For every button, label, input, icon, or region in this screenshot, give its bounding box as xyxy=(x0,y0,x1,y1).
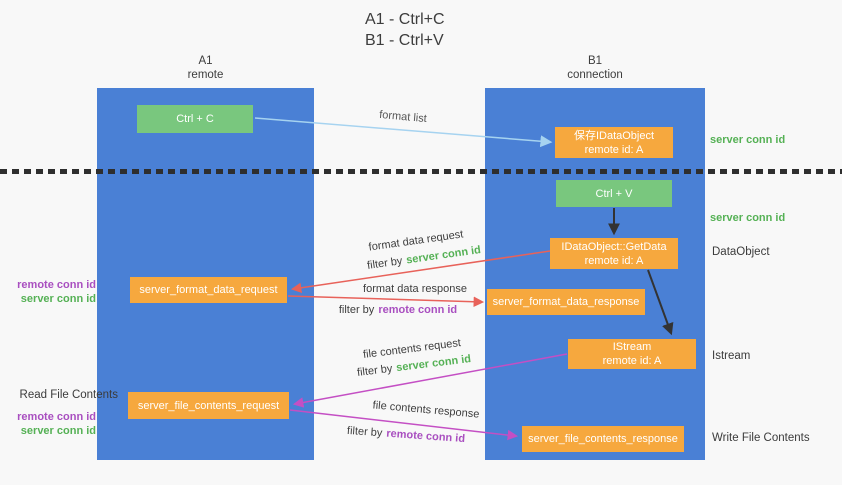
label-server-conn-id-left-2: server conn id xyxy=(20,424,96,437)
remote-conn-id-text: remote conn id xyxy=(385,427,466,446)
node-server-format-data-request: server_format_data_request xyxy=(130,277,287,303)
node-save-dataobject-line1: 保存IDataObject xyxy=(573,129,655,142)
arrow-format-data-response xyxy=(287,295,485,307)
lane-b1-title: B1 xyxy=(587,55,603,67)
node-save-dataobject: 保存IDataObject remote id: A xyxy=(555,127,673,158)
node-idataobject-getdata-line1: IDataObject::GetData xyxy=(561,240,667,253)
node-server-file-contents-request: server_file_contents_request xyxy=(128,392,289,419)
label-server-conn-id-mid: server conn id xyxy=(710,212,786,224)
node-ctrl-v: Ctrl + V xyxy=(556,180,672,207)
label-server-conn-id-top: server conn id xyxy=(710,134,786,146)
diagram-title: A1 - Ctrl+C B1 - Ctrl+V xyxy=(365,9,445,51)
label-write-file-contents: Write File Contents xyxy=(712,432,810,444)
node-ctrl-v-label: Ctrl + V xyxy=(595,187,633,200)
node-istream-line2: remote id: A xyxy=(602,355,662,367)
left-conn-ids-top: remote conn id server conn id xyxy=(8,279,96,306)
node-server-format-data-response-label: server_format_data_response xyxy=(492,296,640,308)
lane-b1-subtitle: connection xyxy=(567,69,623,81)
title-line-2: B1 - Ctrl+V xyxy=(365,32,444,49)
label-remote-conn-id-left-1: remote conn id xyxy=(17,279,96,291)
node-server-file-contents-request-label: server_file_contents_request xyxy=(137,399,280,412)
label-file-contents-response: file contents response xyxy=(372,399,480,421)
label-dataobject: DataObject xyxy=(712,246,770,258)
lane-a1-title: A1 xyxy=(198,55,213,67)
filter-by-text: filter by xyxy=(366,255,404,272)
lane-b1-header: B1 connection xyxy=(485,54,705,82)
node-idataobject-getdata: IDataObject::GetData remote id: A xyxy=(550,238,678,269)
label-format-list: format list xyxy=(378,108,428,126)
label-format-data-response: format data response xyxy=(363,283,467,295)
server-conn-id-text: server conn id xyxy=(395,353,472,375)
node-istream: IStream remote id: A xyxy=(568,339,696,369)
filter-by-text: filter by xyxy=(356,362,394,379)
node-ctrl-c-label: Ctrl + C xyxy=(176,113,214,125)
node-istream-line1: IStream xyxy=(612,341,652,353)
filter-by-text: filter by xyxy=(338,304,375,316)
server-conn-id-text: server conn id xyxy=(405,244,482,267)
label-remote-conn-id-left-2: remote conn id xyxy=(17,411,96,423)
node-server-format-data-response: server_format_data_response xyxy=(487,289,645,315)
node-server-file-contents-response-label: server_file_contents_response xyxy=(528,433,678,445)
label-read-file-contents: Read File Contents xyxy=(19,389,118,401)
node-server-file-contents-response: server_file_contents_response xyxy=(522,426,684,452)
node-server-format-data-request-label: server_format_data_request xyxy=(139,284,278,296)
label-server-conn-id-left-1: server conn id xyxy=(20,292,96,305)
filter-by-text: filter by xyxy=(346,424,383,440)
node-idataobject-getdata-line2: remote id: A xyxy=(584,254,644,267)
lane-a1-subtitle: remote xyxy=(187,69,224,81)
title-line-1: A1 - Ctrl+C xyxy=(365,11,445,28)
remote-conn-id-text: remote conn id xyxy=(378,304,458,316)
node-ctrl-c: Ctrl + C xyxy=(137,105,253,133)
label-istream: Istream xyxy=(712,350,751,362)
lane-a1-header: A1 remote xyxy=(97,54,314,82)
copy-paste-separator-line xyxy=(0,169,842,174)
left-conn-ids-bottom: remote conn id server conn id xyxy=(8,411,96,438)
node-save-dataobject-line2: remote id: A xyxy=(584,143,644,156)
